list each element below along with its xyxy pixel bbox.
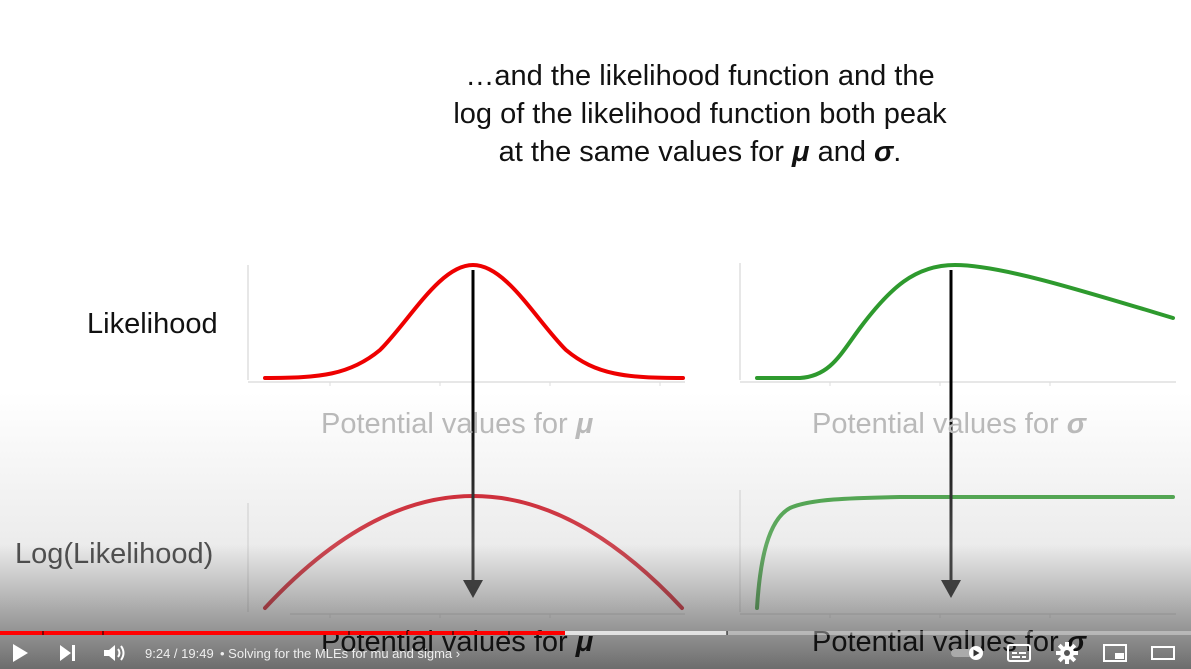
player-controls: 9:24 / 19:49 • Solving for the MLEs for … [0, 637, 1191, 669]
play-icon [13, 644, 28, 662]
settings-button[interactable] [1052, 637, 1082, 669]
current-time: 9:24 [145, 646, 171, 661]
subtitles-button[interactable] [1004, 637, 1034, 669]
next-button[interactable] [54, 637, 82, 669]
mu-likelihood-curve [263, 262, 685, 380]
mu-likelihood-x-label: Potential values for μ [321, 408, 594, 440]
arrow-head-icon [463, 580, 483, 598]
volume-icon [104, 645, 125, 661]
title-line-2: log of the likelihood function both peak [453, 98, 947, 130]
subtitles-icon [1007, 644, 1031, 662]
chapter-title: Solving for the MLEs for mu and sigma [228, 646, 453, 661]
chapter-marker [348, 631, 350, 635]
chapter-marker [42, 631, 44, 635]
chapter-marker [452, 631, 454, 635]
mu-symbol: μ [792, 136, 810, 168]
sigma-loglik-curve [755, 495, 1175, 610]
played-bar [0, 631, 565, 635]
title-line-1: …and the likelihood function and the [465, 60, 935, 92]
chapter-marker [726, 631, 728, 635]
sigma-likelihood-x-label: Potential values for σ [812, 408, 1086, 440]
chapter-marker [406, 631, 408, 635]
title-line-3: at the same values for μ and σ. [498, 136, 902, 168]
miniplayer-button[interactable] [1100, 637, 1130, 669]
slide-title: …and the likelihood function and the log… [380, 57, 1020, 171]
duration: 19:49 [181, 646, 214, 661]
chevron-right-icon: › [455, 646, 461, 661]
sigma-likelihood-curve [755, 262, 1175, 380]
next-icon [60, 645, 75, 661]
chapter-marker [102, 631, 104, 635]
volume-button[interactable] [100, 637, 130, 669]
theater-mode-button[interactable] [1148, 637, 1178, 669]
time-display: 9:24 / 19:49 [145, 646, 214, 661]
sigma-symbol: σ [874, 136, 894, 168]
arrow-head-icon [941, 580, 961, 598]
settings-icon [1056, 642, 1078, 664]
chapter-title-button[interactable]: • Solving for the MLEs for mu and sigma … [220, 646, 461, 661]
log-likelihood-row-label: Log(Likelihood) [15, 538, 214, 570]
likelihood-row-label: Likelihood [87, 308, 218, 340]
autoplay-toggle-icon [951, 646, 983, 660]
theater-icon [1151, 646, 1175, 660]
chapter-marker [508, 631, 510, 635]
autoplay-toggle[interactable] [948, 637, 988, 669]
play-button[interactable] [6, 637, 34, 669]
progress-bar[interactable] [0, 631, 1191, 635]
miniplayer-icon [1103, 644, 1127, 662]
